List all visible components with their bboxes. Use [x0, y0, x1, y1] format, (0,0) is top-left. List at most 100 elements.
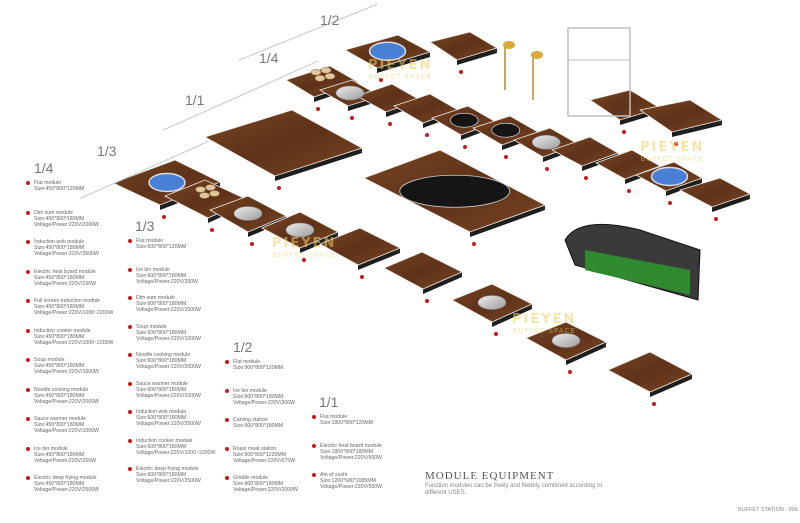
marker-dot — [425, 299, 429, 303]
spec-name: Electric heat board module — [320, 443, 382, 449]
column-heading: 1/3 — [135, 218, 155, 234]
marker-dot — [504, 155, 508, 159]
marker-dot — [128, 324, 132, 329]
spec-name: Ice bin module — [34, 445, 68, 452]
marker-dot — [128, 353, 132, 357]
spec-line: Size:600*800*180MM — [136, 386, 187, 393]
module-slab-top — [429, 31, 498, 61]
dim-sum-basket — [195, 186, 206, 193]
spec-line: Size:600*800*180MM — [136, 415, 187, 422]
sushi-cabinet-glass — [585, 250, 690, 295]
spec-line: Size:600*800*180MM — [136, 329, 187, 336]
marker-dot — [622, 130, 626, 134]
spec-name: Soup module — [34, 357, 65, 363]
spec-line: Size:1800*800*120MM — [320, 420, 374, 427]
spec-line: Size:900*800*180MM — [233, 394, 284, 401]
marker-dot — [26, 446, 30, 451]
spec-name: Induction cooker module — [34, 327, 91, 334]
spec-name: Induction wok module — [136, 409, 187, 415]
marker-dot — [714, 217, 718, 221]
marker-dot — [568, 370, 572, 374]
marker-dot — [128, 467, 132, 471]
spec-line: Voltage/Power:220V/1000~2200W — [34, 310, 114, 317]
steel-pot-insert — [531, 134, 561, 150]
spec-line: Voltage/Power:220V/200W — [34, 457, 97, 464]
spec-line: Size:1200*680*1085MM — [320, 478, 376, 485]
spec-line: Size:900*800*180MM — [233, 481, 284, 488]
spec-line: Voltage/Power:220V/1000~2200W — [136, 449, 216, 456]
module-slab-side — [712, 194, 750, 212]
spec-name: Ice bin module — [233, 388, 267, 394]
spec-line: Size:450*800*180MM — [34, 422, 85, 429]
spec-line: Voltage/Power:220V/600W — [320, 455, 383, 462]
module-slab-side — [470, 205, 545, 237]
module-slab-top — [638, 99, 724, 133]
marker-dot — [545, 167, 549, 171]
ice-bin-insert — [368, 41, 407, 61]
marker-dot — [425, 133, 429, 137]
watermark-brand: PIEYEN — [640, 140, 705, 155]
spec-name: Dim sum module — [136, 295, 175, 301]
marker-dot — [128, 381, 132, 386]
module-slab-top — [595, 149, 661, 180]
spec-line: Size:900*800*180MM — [233, 423, 284, 430]
spec-name: Flat module — [136, 238, 164, 244]
marker-dot — [472, 242, 476, 246]
spec-name: Noodle cooking module — [136, 352, 191, 358]
module-slab-side — [457, 48, 497, 65]
steel-pot-insert — [285, 222, 315, 238]
spec-line: Voltage/Power:220V/150W — [34, 280, 97, 287]
marker-dot — [312, 415, 316, 419]
marker-dot — [459, 70, 463, 74]
page-title: MODULE EQUIPMENT — [425, 470, 555, 482]
spec-line: Size:450*800*180MM — [34, 215, 85, 222]
spec-line: Voltage/Power:220V/3500W — [34, 251, 99, 258]
marker-dot — [210, 228, 214, 232]
marker-dot — [316, 107, 320, 111]
fraction-label: 1/4 — [259, 50, 279, 66]
dim-sum-basket — [209, 190, 220, 197]
marker-dot — [128, 296, 132, 300]
spec-line: Voltage/Power:220V/1000~2200W — [34, 339, 114, 346]
module-slab-side — [566, 342, 606, 365]
marker-dot — [312, 444, 316, 448]
spec-name: Noodle cooking module — [34, 386, 89, 393]
heat-lamp-shade — [503, 41, 515, 49]
dim-sum-basket — [199, 192, 210, 199]
spec-name: Electric deep frying module — [34, 475, 97, 481]
marker-dot — [26, 387, 30, 392]
page-footer: BUFFET STATION - 006 — [738, 507, 798, 513]
module-slab-top — [203, 109, 364, 177]
spec-line: Voltage/Power:220V/2000W — [34, 398, 99, 405]
dim-sum-basket — [320, 67, 332, 74]
watermark-sub: BUFFET SPACE — [640, 155, 704, 163]
spec-line: Size:450*800*180MM — [34, 304, 85, 311]
watermark-sub: BUFFET SPACE — [368, 73, 432, 81]
marker-dot — [225, 360, 229, 364]
induction-plate — [399, 174, 511, 208]
module-slab-side — [358, 248, 400, 270]
marker-dot — [128, 410, 132, 414]
module-slab-side — [492, 304, 532, 327]
marker-dot — [584, 176, 588, 180]
column-heading: 1/4 — [34, 160, 54, 176]
marker-dot — [674, 142, 678, 146]
steel-pot-insert — [477, 295, 507, 310]
marker-dot — [128, 239, 132, 243]
column-heading: 1/1 — [319, 394, 339, 410]
dim-sum-basket — [310, 69, 322, 76]
spec-line: Size:600*800*180MM — [136, 358, 187, 365]
induction-plate — [449, 112, 479, 128]
spec-line: Size:600*800*180MM — [136, 301, 187, 308]
marker-dot — [26, 210, 30, 215]
